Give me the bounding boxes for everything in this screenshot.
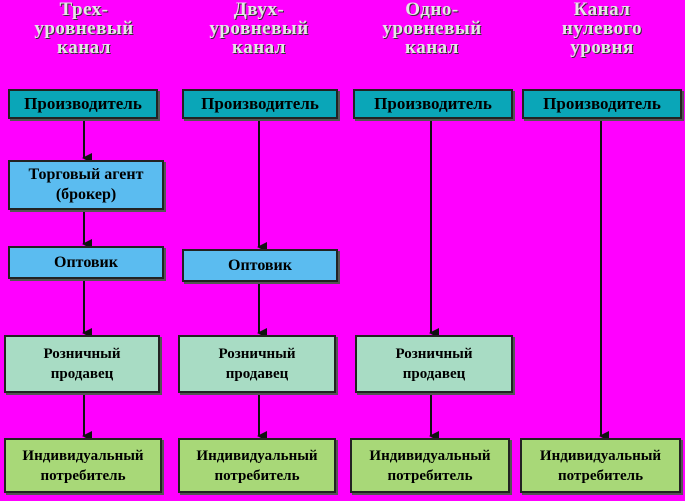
wholesaler-box-col2: Оптовик (182, 249, 338, 282)
box-label: Индивидуальный потребитель (22, 447, 144, 484)
box-label: Производитель (543, 94, 661, 113)
retailer-box-col3: Розничный продавец (355, 335, 513, 393)
channel-title-4: Канал нулевого уровня (561, 0, 643, 58)
retailer-box-col1: Розничный продавец (4, 335, 160, 393)
producer-box-col4: Производитель (522, 89, 682, 119)
channel-title-3: Одно- уровневый канал (382, 0, 482, 58)
channel-title-2: Двух- уровневый канал (209, 0, 309, 58)
box-label: Розничный продавец (43, 346, 121, 382)
channel-title-1: Трех- уровневый канал (34, 0, 134, 58)
box-label: Индивидуальный потребитель (196, 447, 318, 484)
box-label: Производитель (374, 94, 492, 113)
box-label: Производитель (24, 94, 142, 113)
box-label: Производитель (201, 94, 319, 113)
consumer-box-col1: Индивидуальный потребитель (4, 438, 162, 493)
box-label: Оптовик (228, 256, 292, 274)
consumer-box-col4: Индивидуальный потребитель (520, 438, 681, 493)
agent-box-col1: Торговый агент (брокер) (8, 160, 164, 210)
producer-box-col3: Производитель (353, 89, 513, 119)
box-label: Индивидуальный потребитель (369, 447, 491, 484)
box-label: Оптовик (54, 253, 118, 271)
wholesaler-box-col1: Оптовик (8, 246, 164, 279)
box-label: Торговый агент (брокер) (28, 166, 144, 203)
box-label: Индивидуальный потребитель (539, 447, 662, 484)
consumer-box-col2: Индивидуальный потребитель (178, 438, 336, 493)
box-label: Розничный продавец (395, 346, 473, 382)
retailer-box-col2: Розничный продавец (178, 335, 336, 393)
consumer-box-col3: Индивидуальный потребитель (350, 438, 510, 493)
producer-box-col1: Производитель (8, 89, 158, 119)
box-label: Розничный продавец (218, 346, 296, 382)
producer-box-col2: Производитель (182, 89, 338, 119)
